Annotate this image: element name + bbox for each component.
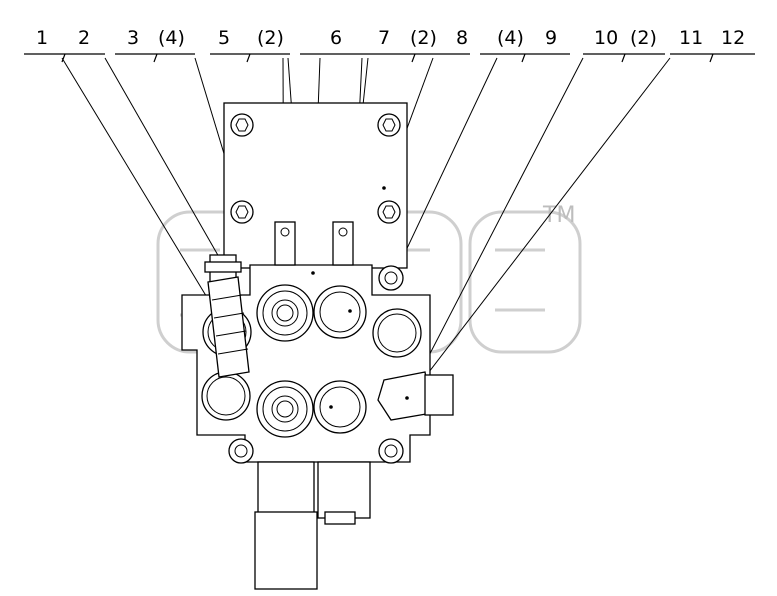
port-center-upper [313, 285, 367, 339]
callout-labels: 1 2 3 (4) 5 (2) 6 7 (2) 8 (4) 9 10 (2) 1… [36, 27, 745, 49]
spool-lower [256, 380, 314, 438]
mounting-plate [223, 102, 408, 269]
callout-3-qty: (4) [158, 27, 185, 49]
callout-6: 6 [330, 27, 342, 49]
callout-5-qty: (2) [257, 27, 284, 49]
solenoid-left-coil [254, 511, 318, 590]
callout-8: 8 [456, 27, 468, 49]
solenoids [254, 461, 371, 590]
callout-underlines [24, 53, 755, 63]
port-center-lower [313, 380, 367, 434]
callout-9-qty: (4) [497, 27, 524, 49]
solenoid-right-body [317, 461, 371, 519]
port-right-upper [372, 308, 422, 358]
callout-9: 9 [545, 27, 557, 49]
ports [201, 271, 454, 438]
callout-2: 2 [78, 27, 90, 49]
point-8 [382, 186, 386, 190]
callout-7-qty: (2) [410, 27, 437, 49]
stud-left [274, 221, 296, 266]
solenoid-right-cap [324, 511, 356, 525]
elbow-fitting [207, 276, 250, 378]
spool-upper [256, 284, 314, 342]
callout-12: 12 [721, 27, 745, 49]
callout-5: 5 [218, 27, 230, 49]
back-plate [223, 102, 408, 269]
stud-right [332, 221, 354, 266]
solenoid-left-body [257, 461, 315, 518]
callout-10-qty: (2) [630, 27, 657, 49]
body-bolt-top-right [378, 265, 404, 291]
plate-bolts [230, 113, 401, 224]
callout-7: 7 [378, 27, 390, 49]
callout-3: 3 [127, 27, 139, 49]
watermark-trademark: TM [542, 203, 575, 228]
callout-1: 1 [36, 27, 48, 49]
body-bolt-bottom-left [228, 438, 254, 464]
port-left-lower [201, 371, 251, 421]
body-bolt-bottom-right [378, 438, 404, 464]
callout-11: 11 [679, 27, 703, 49]
callout-10: 10 [594, 27, 618, 49]
side-fitting [377, 371, 454, 421]
